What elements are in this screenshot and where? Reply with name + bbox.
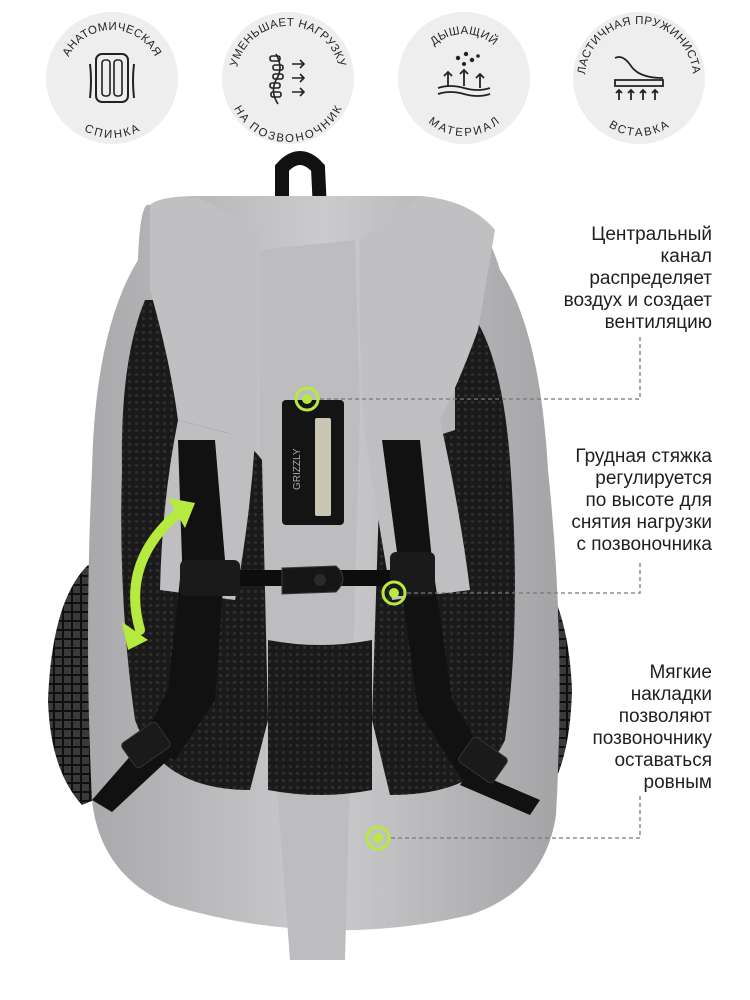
top-handle: [275, 151, 327, 217]
feature-padding-text: Мягкие накладки позволяют позвоночнику о…: [592, 662, 712, 793]
badge-breathable: ДЫШАЩИЙ МАТЕРИАЛ: [398, 12, 530, 144]
svg-text:МАТЕРИАЛ: МАТЕРИАЛ: [426, 115, 502, 139]
badge-bottom-label: ВСТАВКА: [607, 119, 671, 139]
spine-icon: [269, 53, 306, 105]
svg-text:СПИНКА: СПИНКА: [82, 122, 141, 141]
left-strap-buckle: [121, 721, 171, 769]
left-shoulder-strap: [150, 197, 260, 440]
breathable-material-icon: [437, 51, 491, 97]
svg-text:НА ПОЗВОНОЧНИК: НА ПОЗВОНОЧНИК: [231, 104, 345, 145]
feature-sternum-text: Грудная стяжка регулируется по высоте дл…: [571, 446, 712, 555]
callout-sternum: [381, 560, 641, 606]
badge-bottom-label: НА ПОЗВОНОЧНИК: [231, 104, 344, 145]
feature-ventilation-text: Центральный канал распределяет воздух и …: [563, 224, 712, 333]
callout-ventilation: [294, 335, 641, 412]
left-webbing: [140, 440, 225, 760]
badge-spring: ЭЛАСТИЧНАЯ ПРУЖИНИСТАЯ ВСТАВКА: [569, 3, 705, 144]
callout-padding: [365, 795, 641, 851]
right-webbing: [382, 440, 488, 780]
spring-insert-icon: [614, 56, 664, 100]
right-strap-buckle: [458, 736, 508, 784]
right-shoulder-strap: [359, 196, 495, 435]
badge-bottom-label: СПИНКА: [82, 122, 141, 141]
badge-anatomic: АНАТОМИЧЕСКАЯ СПИНКА: [46, 12, 178, 144]
sternum-buckle: [281, 565, 344, 595]
svg-text:ДЫШАЩИЙ: ДЫШАЩИЙ: [428, 25, 500, 48]
adjust-arrow-icon: [130, 505, 187, 635]
badge-top-label: ДЫШАЩИЙ: [428, 25, 500, 48]
brand-logo: GRIZZLY: [292, 448, 303, 490]
badge-bottom-label: МАТЕРИАЛ: [426, 115, 501, 139]
backrest-icon: [89, 53, 135, 103]
badge-load: УМЕНЬШАЕТ НАГРУЗКУ НА ПОЗВОНОЧНИК: [222, 12, 354, 145]
svg-text:ВСТАВКА: ВСТАВКА: [607, 119, 671, 139]
